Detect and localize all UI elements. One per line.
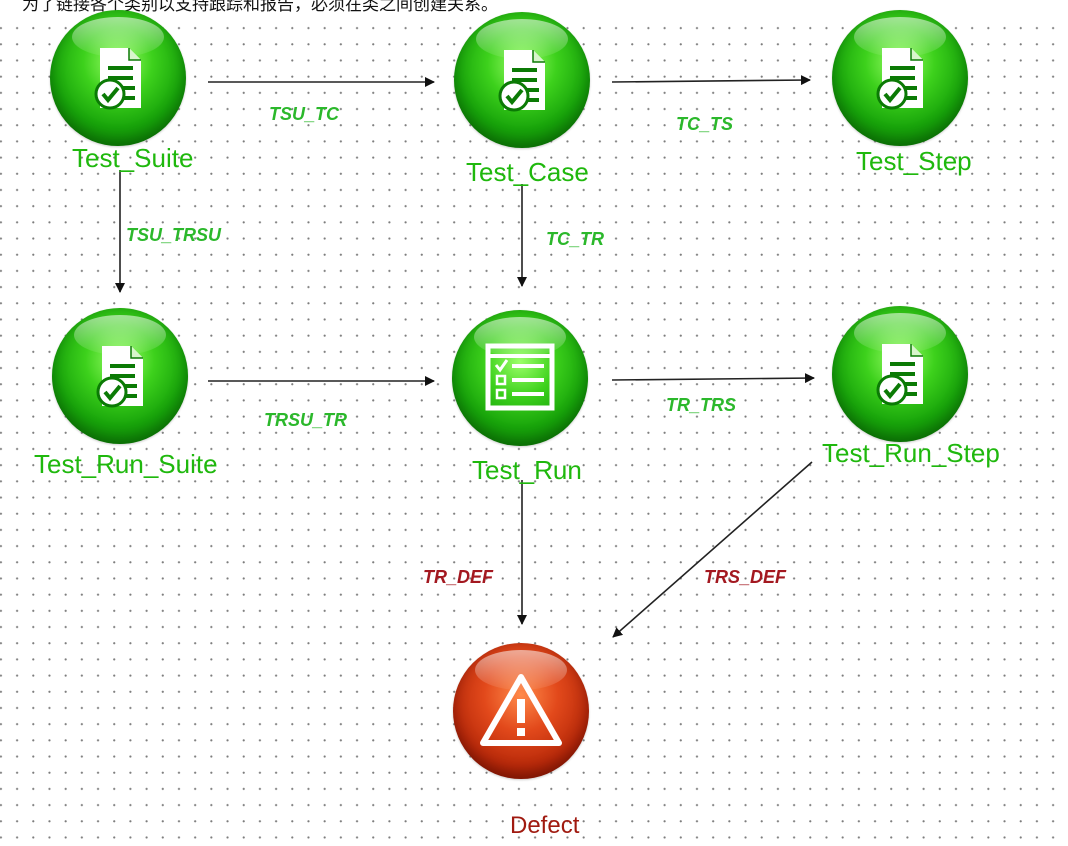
node-label-defect: Defect bbox=[510, 812, 580, 839]
edge-label-tc-ts: TC_TS bbox=[676, 114, 734, 134]
node-test-run-step[interactable] bbox=[832, 306, 968, 442]
edge-tc-ts bbox=[611, 75, 811, 86]
node-defect[interactable] bbox=[453, 643, 589, 779]
warning-icon bbox=[480, 674, 562, 746]
edge-label-tsu-tc: TSU_TC bbox=[269, 104, 340, 124]
node-test-case[interactable] bbox=[454, 12, 590, 148]
edge-label-tr-trs: TR_TRS bbox=[666, 395, 737, 415]
document-check-icon bbox=[876, 48, 923, 110]
node-test-suite[interactable] bbox=[50, 10, 186, 146]
document-check-icon bbox=[96, 346, 143, 408]
node-label-test-run-suite: Test_Run_Suite bbox=[34, 449, 218, 479]
document-check-icon bbox=[876, 344, 923, 406]
node-label-test-step: Test_Step bbox=[856, 146, 972, 176]
node-test-run[interactable] bbox=[452, 310, 588, 446]
edge-trs-def bbox=[612, 461, 813, 638]
document-check-icon bbox=[498, 50, 545, 112]
node-label-test-case: Test_Case bbox=[466, 157, 589, 187]
document-check-icon bbox=[94, 48, 141, 110]
node-label-test-run: Test_Run bbox=[472, 455, 582, 485]
edge-label-tc-tr: TC_TR bbox=[546, 229, 604, 249]
edge-label-tr-def: TR_DEF bbox=[423, 567, 494, 587]
node-label-test-suite: Test_Suite bbox=[72, 143, 194, 173]
node-test-run-suite[interactable] bbox=[52, 308, 188, 444]
node-label-test-run-step: Test_Run_Step bbox=[822, 438, 1000, 468]
edge-tr-trs bbox=[611, 373, 815, 384]
page-caption: 为了链接各个类别以支持跟踪和报告，必须在类之间创建关系。 bbox=[22, 0, 498, 15]
edge-label-tsu-trsu: TSU_TRSU bbox=[126, 225, 222, 245]
checklist-icon bbox=[485, 343, 555, 411]
node-test-step[interactable] bbox=[832, 10, 968, 146]
edge-label-trs-def: TRS_DEF bbox=[704, 567, 787, 587]
edge-label-trsu-tr: TRSU_TR bbox=[264, 410, 348, 430]
